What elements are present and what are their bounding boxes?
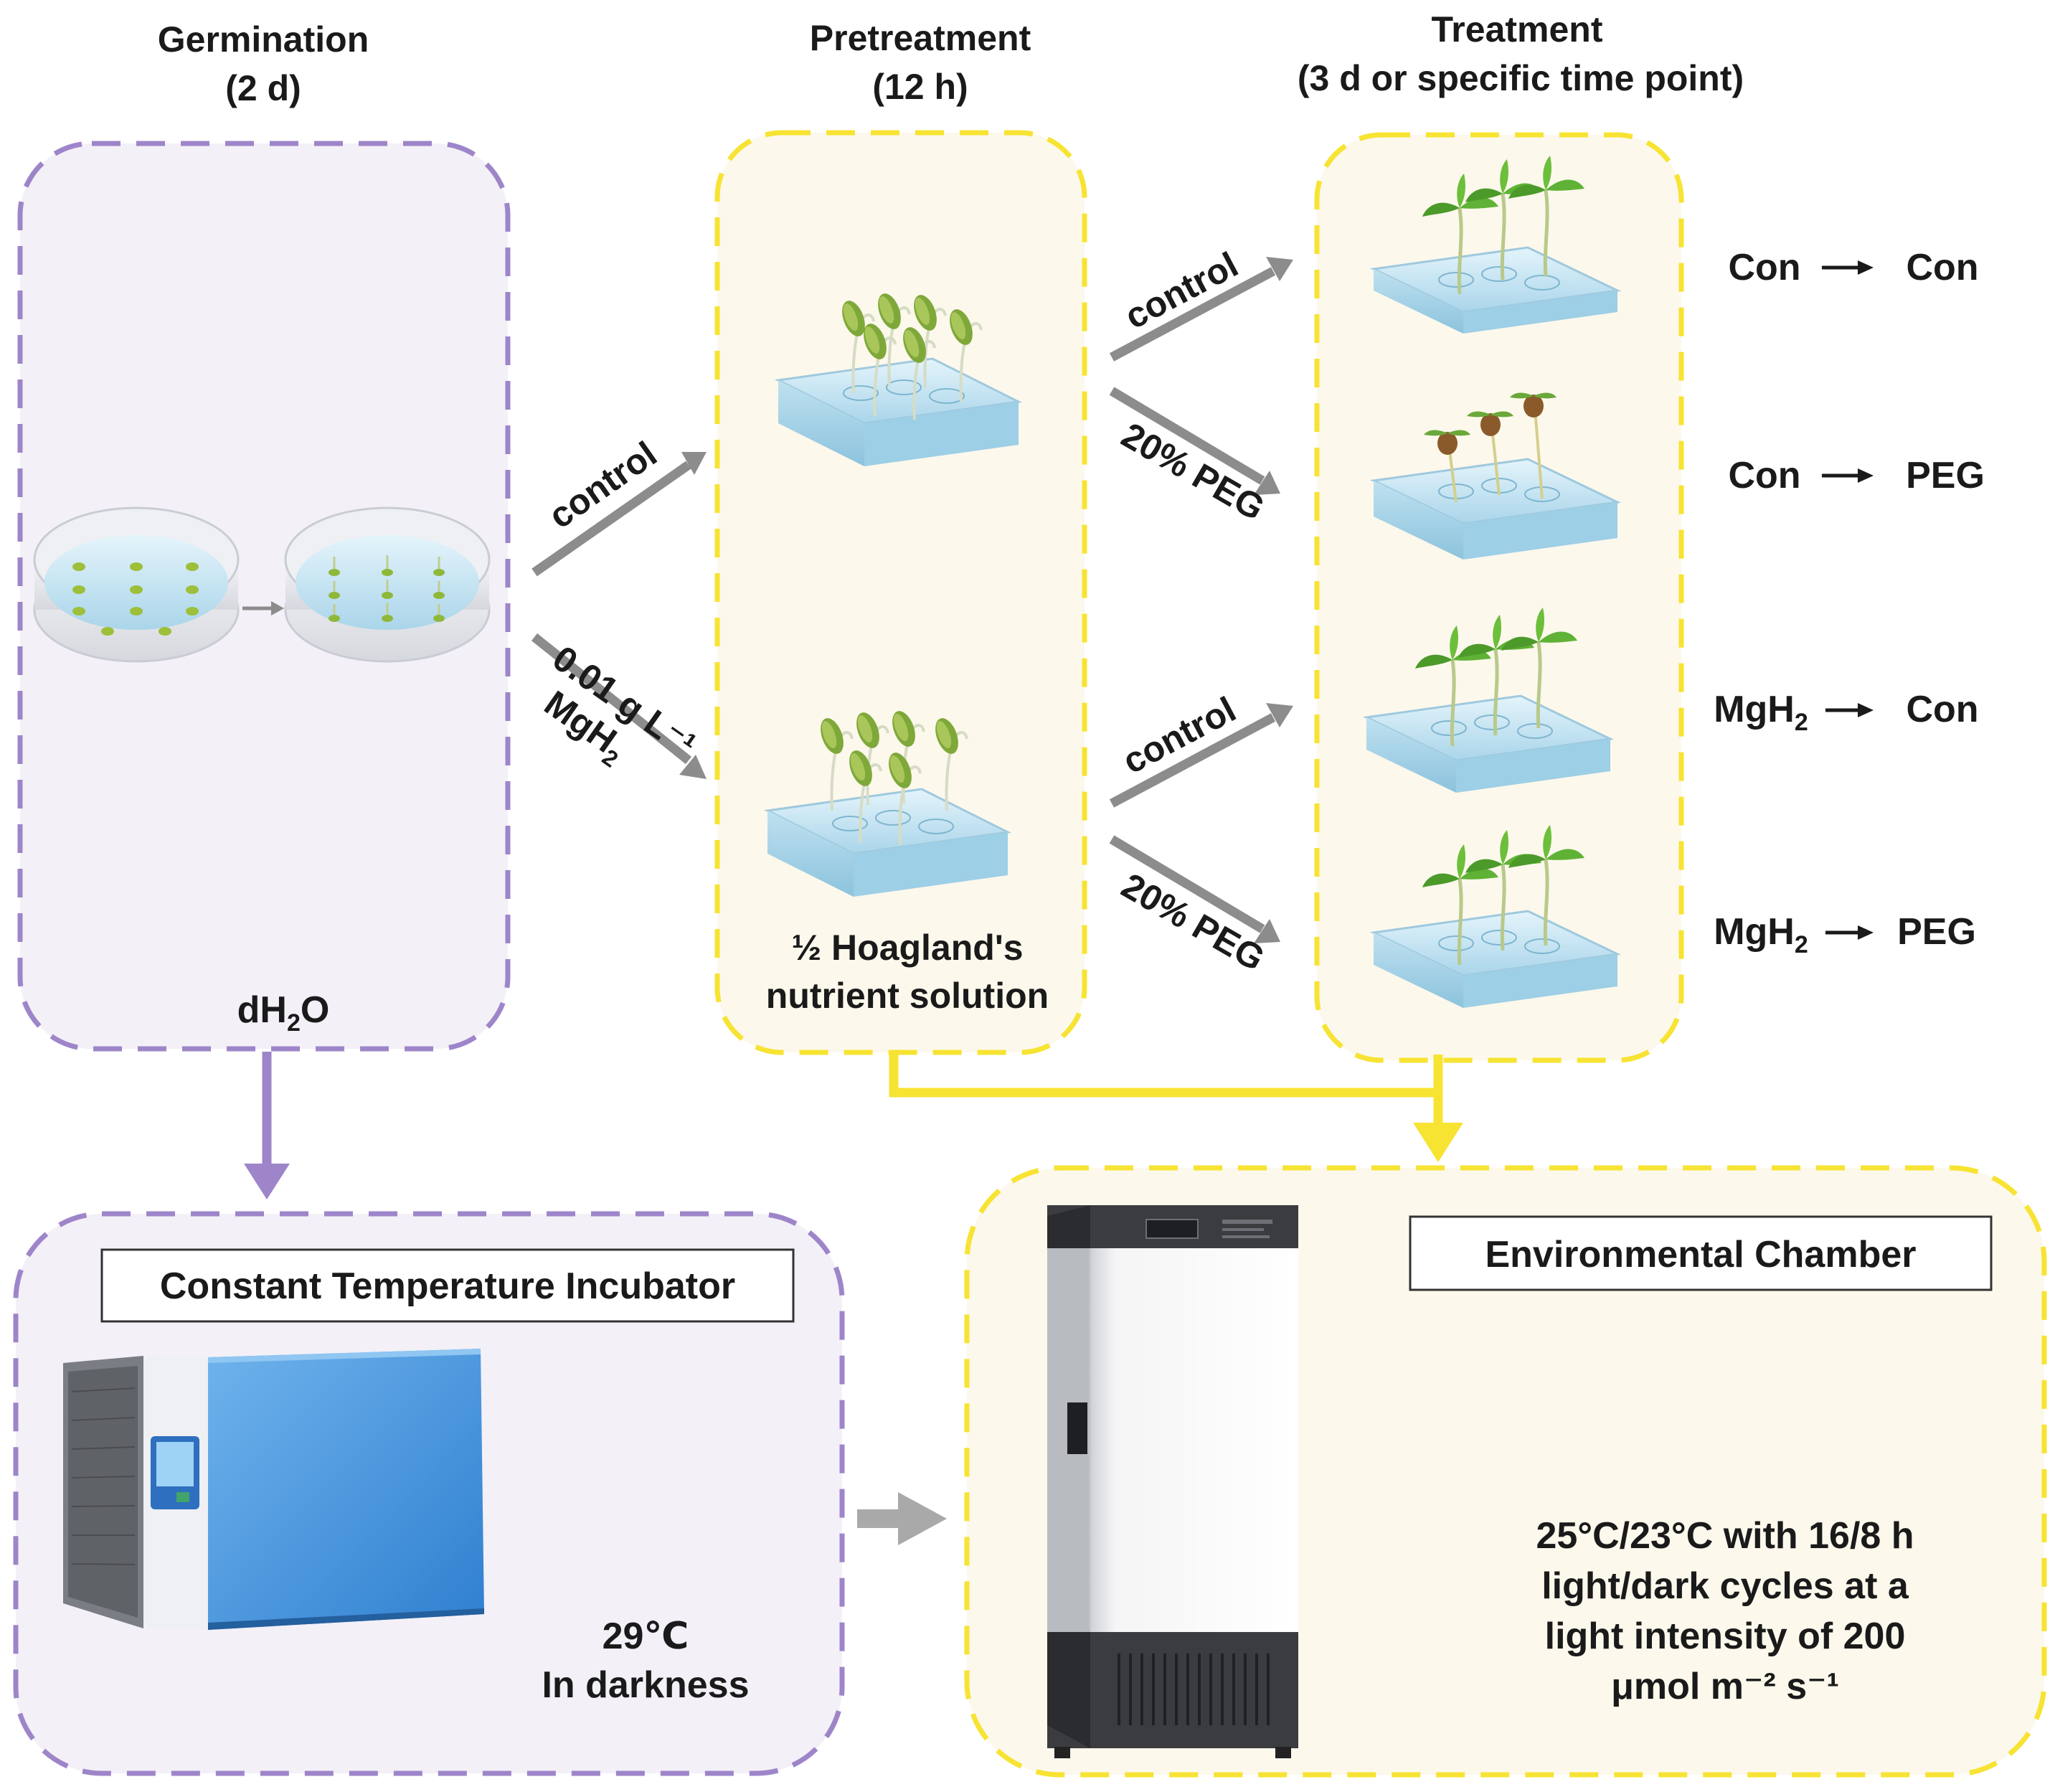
group-from: MgH2	[1714, 911, 1808, 958]
pretreatment-box	[714, 130, 1087, 1055]
petri-arrow	[242, 601, 284, 616]
germination-title: Germination (2 d)	[158, 19, 369, 108]
germination-duration: (2 d)	[225, 68, 301, 108]
incubator-illustration	[63, 1349, 484, 1630]
chamber-condition-line1: 25°C/23°C with 16/8 h	[1536, 1515, 1914, 1557]
group-from: Con	[1728, 247, 1800, 288]
incubator-condition: In darkness	[542, 1664, 749, 1706]
arrow-control-treatment-1	[1109, 257, 1293, 362]
group-label-mgh2-con: MgH2 Con	[1714, 689, 1978, 736]
treatment-box	[1314, 132, 1684, 1063]
purple-connector-arrow	[244, 1052, 290, 1199]
chamber-condition-line2: light/dark cycles at a	[1541, 1565, 1909, 1607]
germination-box	[17, 141, 511, 1052]
treatment-tray-con-con	[1369, 156, 1622, 334]
arrow-control-treatment-2	[1109, 703, 1293, 808]
group-to: PEG	[1906, 455, 1985, 496]
pretreatment-title-text: Pretreatment	[810, 18, 1031, 58]
incubator-label: Constant Temperature Incubator	[160, 1265, 735, 1307]
group-from: Con	[1728, 455, 1800, 496]
group-to: PEG	[1897, 911, 1976, 953]
group-from: MgH2	[1714, 689, 1808, 736]
germination-medium: dH2O	[237, 989, 330, 1037]
treatment-title-text: Treatment	[1432, 9, 1603, 49]
pretreatment-tray-mgh2	[764, 706, 1011, 897]
treatment-tray-con-peg	[1369, 392, 1622, 560]
arrow-peg-treatment-1	[1109, 387, 1280, 495]
pretreatment-medium-line2: nutrient solution	[766, 976, 1049, 1016]
group-label-mgh2-peg: MgH2 PEG	[1714, 911, 1976, 958]
arrow-control-pretreatment	[532, 452, 707, 577]
chamber-condition-line3: light intensity of 200	[1545, 1616, 1906, 1657]
group-to: Con	[1906, 689, 1978, 730]
treatment-tray-mgh2-con	[1362, 608, 1615, 793]
pretreatment-medium-line1: ½ Hoagland's	[791, 928, 1023, 968]
arrow-peg-treatment-2	[1109, 835, 1280, 943]
yellow-connector-arrow	[889, 1055, 1463, 1162]
group-label-con-con: Con Con	[1728, 247, 1978, 288]
chamber-illustration	[1047, 1205, 1298, 1758]
treatment-tray-mgh2-peg	[1369, 825, 1622, 1008]
pretreatment-tray-control	[775, 288, 1022, 466]
germination-title-text: Germination	[158, 19, 369, 60]
incubator-temp: 29℃	[603, 1616, 689, 1657]
pretreatment-title: Pretreatment (12 h)	[810, 18, 1031, 107]
label-mgh2-dose: 0.01 g L⁻¹ MgH2	[537, 638, 703, 773]
group-to: Con	[1906, 247, 1978, 288]
chamber-condition-line4: μmol m⁻² s⁻¹	[1611, 1666, 1839, 1707]
pretreatment-duration: (12 h)	[872, 67, 968, 107]
petri-dish-seeds	[33, 506, 240, 663]
petri-dish-sprouted	[284, 506, 491, 663]
incubator-label-frame	[100, 1248, 795, 1323]
chamber-label-frame	[1409, 1215, 1993, 1291]
treatment-duration: (3 d or specific time point)	[1298, 58, 1744, 98]
treatment-title: Treatment (3 d or specific time point)	[1298, 9, 1744, 98]
arrow-mgh2-pretreatment	[531, 633, 707, 779]
gray-incubator-to-chamber-arrow	[857, 1492, 947, 1545]
group-label-con-peg: Con PEG	[1728, 455, 1984, 496]
chamber-label: Environmental Chamber	[1485, 1234, 1916, 1275]
